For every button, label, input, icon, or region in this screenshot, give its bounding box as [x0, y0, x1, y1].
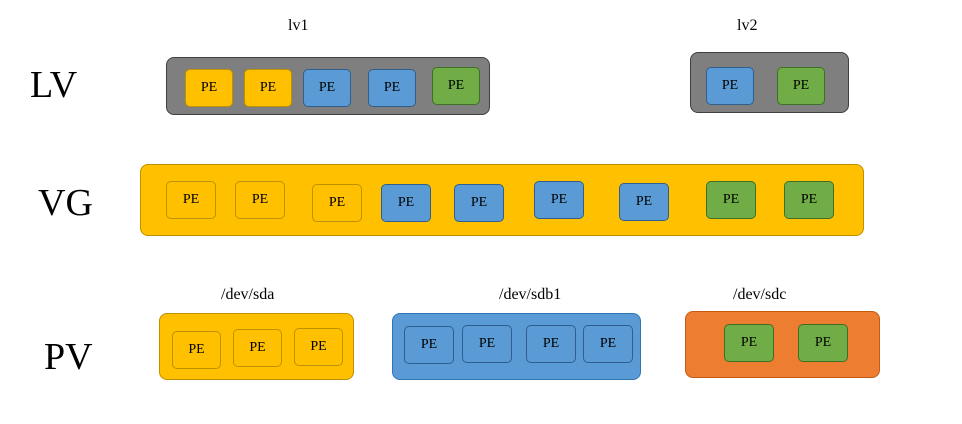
pe-label: PE [800, 192, 818, 207]
row-label-pv: PV [44, 336, 93, 378]
pe-label: PE [259, 80, 277, 95]
pe-label: PE [599, 336, 617, 351]
pe-block: PE [172, 331, 221, 369]
pe-block: PE [526, 325, 576, 363]
pe-block: PE [294, 328, 343, 366]
row-label-lv: LV [30, 64, 78, 106]
pe-label: PE [542, 336, 560, 351]
pe-label: PE [740, 335, 758, 350]
pe-label: PE [318, 80, 336, 95]
lv1-caption: lv1 [288, 17, 309, 34]
pe-block: PE [619, 183, 669, 221]
pe-label: PE [397, 195, 415, 210]
pe-block: PE [244, 69, 292, 107]
pe-label: PE [200, 80, 218, 95]
pe-label: PE [420, 337, 438, 352]
pe-label: PE [383, 80, 401, 95]
pe-block: PE [706, 67, 754, 105]
pe-label: PE [478, 336, 496, 351]
pe-label: PE [310, 339, 327, 354]
pe-block: PE [166, 181, 216, 219]
pe-block: PE [381, 184, 431, 222]
pe-label: PE [249, 340, 266, 355]
pe-block: PE [798, 324, 848, 362]
pe-label: PE [470, 195, 488, 210]
pe-block: PE [235, 181, 285, 219]
pe-label: PE [635, 194, 653, 209]
pe-block: PE [583, 325, 633, 363]
pe-block: PE [303, 69, 351, 107]
pe-label: PE [722, 192, 740, 207]
pe-block: PE [404, 326, 454, 364]
pe-label: PE [814, 335, 832, 350]
pe-label: PE [188, 342, 205, 357]
lv2-caption: lv2 [737, 17, 758, 34]
pe-block: PE [233, 329, 282, 367]
pe-block: PE [534, 181, 584, 219]
pe-label: PE [251, 192, 269, 207]
pe-block: PE [784, 181, 834, 219]
pe-label: PE [550, 192, 568, 207]
pe-label: PE [721, 78, 739, 93]
pe-block: PE [368, 69, 416, 107]
pe-block: PE [462, 325, 512, 363]
pe-block: PE [706, 181, 756, 219]
pe-block: PE [724, 324, 774, 362]
pe-label: PE [328, 195, 346, 210]
pv-sda-caption: /dev/sda [221, 286, 275, 303]
pv-sdc-container [685, 311, 880, 378]
pe-block: PE [312, 184, 362, 222]
pe-block: PE [432, 67, 480, 105]
pe-block: PE [777, 67, 825, 105]
row-label-vg: VG [38, 182, 93, 224]
pe-block: PE [454, 184, 504, 222]
pv-sdb1-caption: /dev/sdb1 [499, 286, 562, 303]
pe-label: PE [447, 78, 465, 93]
pe-block: PE [185, 69, 233, 107]
pe-label: PE [182, 192, 200, 207]
pe-label: PE [792, 78, 810, 93]
pv-sdc-caption: /dev/sdc [733, 286, 787, 303]
